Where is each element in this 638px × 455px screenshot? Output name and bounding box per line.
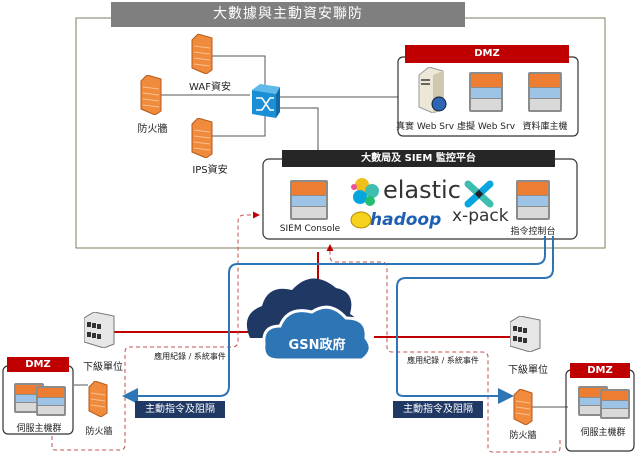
- left-log-path: [51, 211, 260, 451]
- siem-header: 大數局及 SIEM 監控平台: [282, 150, 555, 167]
- diagram-title: 大數據與主動資安聯防: [111, 2, 465, 27]
- left-hosts-label: 伺服主機群: [16, 424, 62, 434]
- hadoop-elephant-icon: [350, 211, 372, 229]
- siem-console-label: SIEM Console: [279, 224, 341, 234]
- right-hosts-label: 伺服主機群: [580, 428, 626, 438]
- virtual-server-icon: [469, 72, 503, 112]
- waf-firewall-icon: [191, 34, 213, 74]
- left-unit-building-icon: [84, 312, 115, 348]
- xpack-logo-icon: [464, 180, 494, 208]
- xpack-logo-text: x-pack: [452, 206, 509, 226]
- ips-link: [210, 110, 266, 137]
- right-unit-building-icon: [510, 316, 541, 352]
- hadoop-logo-text: hadoop: [370, 210, 442, 230]
- dmz-top-header: DMZ: [405, 45, 569, 63]
- dmz-top-item-label: 資料庫主機: [522, 122, 568, 132]
- switch-icon: [252, 84, 280, 118]
- elastic-logo-text: elastic: [383, 176, 461, 204]
- firewall-icon: [140, 75, 162, 115]
- ips-firewall-icon: [191, 118, 213, 158]
- dmz-top-item-label: 真實 Web Srv: [395, 122, 455, 132]
- command-flow-blue: [122, 236, 554, 404]
- siem-console-icon: [290, 180, 328, 220]
- right-unit-label: 下級單位: [508, 365, 548, 376]
- command-console-icon: [516, 180, 550, 220]
- database-host-icon: [528, 72, 562, 112]
- right-unit-firewall-icon: [513, 389, 533, 425]
- left-unit-firewall-icon: [88, 381, 108, 417]
- command-console-label: 指令控制台: [510, 227, 556, 237]
- elastic-logo-icon: [351, 178, 379, 206]
- waf-link: [210, 55, 266, 88]
- right-host-cluster-icon: [578, 386, 630, 419]
- gsn-cloud-label: GSN政府: [288, 338, 346, 353]
- firewall-label: 防火牆: [137, 124, 168, 135]
- left-command-label: 主動指令及阻隔: [135, 401, 225, 418]
- right-command-label: 主動指令及阻隔: [393, 401, 483, 418]
- ips-label: IPS資安: [192, 165, 228, 176]
- lan-links: [74, 55, 568, 408]
- log-flow-dashed: [51, 211, 561, 453]
- tower-server-icon: [418, 67, 447, 113]
- left-host-cluster-icon: [14, 383, 66, 416]
- right-dmz-header: DMZ: [570, 363, 630, 378]
- right-log-label: 應用紀錄 / 系統事件: [407, 356, 479, 365]
- waf-label: WAF資安: [189, 82, 231, 93]
- left-dmz-header: DMZ: [7, 357, 69, 372]
- left-log-label: 應用紀錄 / 系統事件: [154, 352, 226, 361]
- left-command-path: [122, 236, 546, 404]
- left-unit-label: 下級單位: [83, 362, 123, 373]
- left-unit-firewall-label: 防火牆: [85, 427, 113, 437]
- siem-link: [280, 107, 319, 160]
- right-command-path: [396, 236, 554, 404]
- dmz-top-item-label: 虛擬 Web Srv: [456, 122, 516, 132]
- right-unit-firewall-label: 防火牆: [509, 431, 537, 441]
- gsn-cloud-icon: [246, 278, 372, 362]
- right-log-path: [326, 244, 561, 453]
